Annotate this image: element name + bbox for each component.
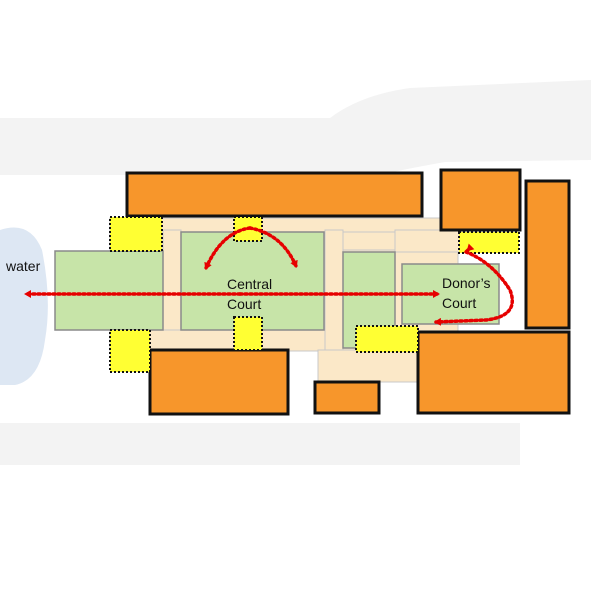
arrow-donors-loop [434, 250, 514, 326]
arrow-donors-loop-start [464, 243, 475, 254]
entrance-bottom-central [233, 316, 263, 351]
path-cross-top [342, 231, 396, 251]
labels: water Central Court Donor’s Court [5, 258, 491, 312]
courtyards [54, 231, 500, 349]
path-lower-connector [317, 349, 419, 383]
courtyard-water-side [54, 250, 164, 331]
arrow-central-arc-right [248, 226, 298, 268]
building-bottom-right [416, 330, 571, 415]
building-bottom-left [148, 348, 290, 416]
central-court-label-line1: Central [227, 276, 272, 292]
building-top-right [439, 168, 522, 232]
central-court-label-line2: Court [227, 296, 261, 312]
background-context [0, 80, 591, 465]
building-top-long [125, 171, 424, 218]
circulation-arrows [24, 226, 514, 326]
path-divider-left [162, 229, 182, 331]
buildings [125, 168, 571, 416]
entrance-bottom-left [109, 329, 151, 373]
donors-court-label-line1: Donor’s [442, 275, 491, 291]
path-divider-mid [324, 229, 344, 351]
entrance-top-left [109, 216, 163, 252]
courtyard-central [180, 231, 325, 331]
water-body [0, 227, 48, 385]
entrances [109, 216, 520, 373]
road-lower [0, 423, 520, 465]
road-upper [0, 80, 591, 175]
path-right-upper [394, 229, 466, 253]
building-right-tall [524, 179, 571, 330]
arrow-central-arc-left [204, 226, 252, 270]
entrance-bottom-middle [355, 325, 419, 353]
building-bottom-small [313, 380, 381, 415]
donors-court-label-line2: Court [442, 295, 476, 311]
water-label: water [5, 258, 41, 274]
